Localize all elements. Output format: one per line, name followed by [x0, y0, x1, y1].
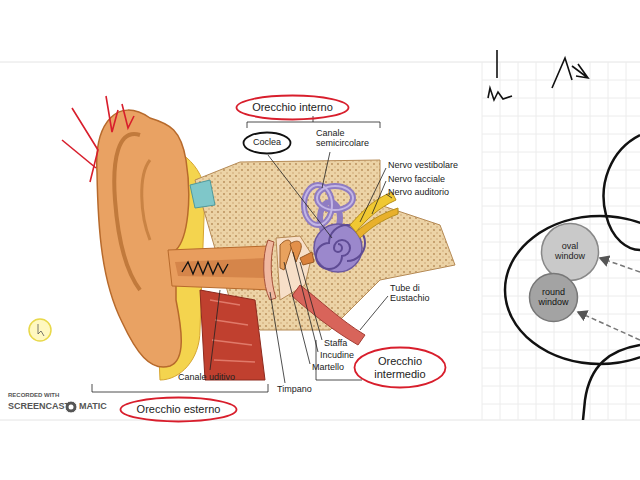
circled-label: Coclea — [242, 131, 292, 155]
part-label: Staffa — [324, 338, 347, 348]
circled-label: Orecchio esterno — [119, 396, 238, 423]
node-text: Orecchio interno — [252, 101, 333, 113]
part-label: Tube di Eustachio — [390, 283, 442, 304]
part-label: Nervo facciale — [388, 174, 445, 184]
part-label: Timpano — [277, 384, 312, 394]
part-label: Nervo vestibolare — [388, 160, 458, 170]
outline-ellipse — [542, 224, 599, 281]
part-label: RECORDED WITH — [8, 392, 59, 399]
part-label: SCREENCAST — [8, 401, 70, 411]
outline-ellipse — [237, 96, 349, 120]
node-text: Orecchio esterno — [137, 403, 221, 415]
outline-ellipse — [530, 274, 578, 322]
node-text: round window — [534, 288, 574, 308]
part-label: Canale semicircolare — [316, 128, 378, 149]
window-circle: oval window — [540, 222, 600, 282]
node-text: oval window — [548, 242, 592, 262]
outline-ellipse — [244, 133, 291, 154]
circled-label: Orecchio interno — [235, 94, 350, 121]
part-label: Canale uditivo — [178, 372, 235, 382]
part-label: Nervo auditorio — [388, 187, 449, 197]
outline-ellipse — [121, 398, 237, 422]
part-label: Martello — [312, 362, 344, 372]
outline-ellipse — [355, 348, 446, 388]
window-circle: round window — [528, 272, 579, 323]
node-text: Coclea — [253, 138, 281, 148]
node-text: Orecchio intermedio — [368, 355, 432, 379]
part-label: MATIC — [79, 401, 107, 411]
circled-label: Orecchio intermedio — [353, 346, 447, 389]
part-label: Incudine — [320, 350, 354, 360]
